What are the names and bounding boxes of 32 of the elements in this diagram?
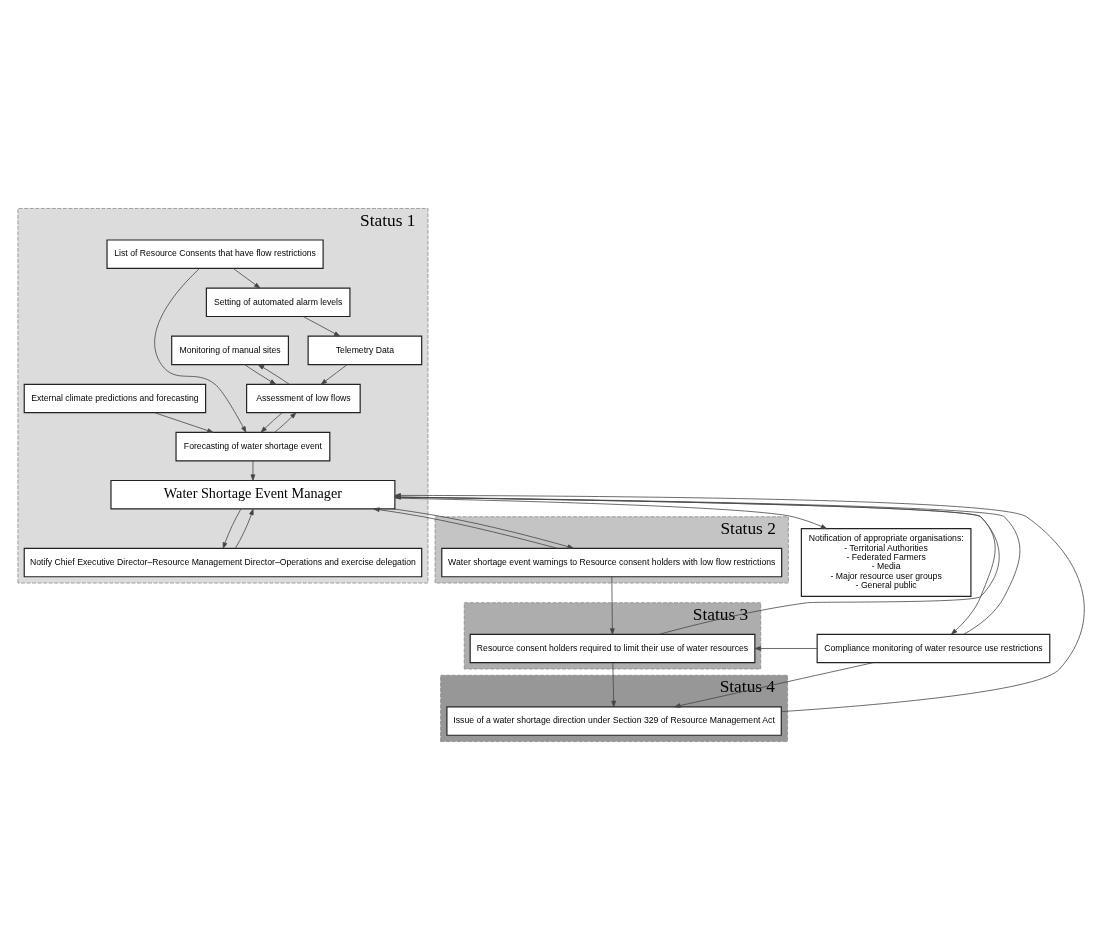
arrow [232, 268, 261, 289]
arrow [610, 576, 615, 635]
arrow [154, 412, 214, 433]
arrow [250, 460, 256, 481]
arrow [244, 364, 277, 385]
arrow [320, 364, 348, 385]
arrow [611, 662, 616, 707]
node-box: Monitoring of manual sites [171, 335, 289, 366]
node-box: Compliance monitoring of water resource use restrictions [816, 633, 1051, 664]
node-box: Resource consent holders required to limit their use of water resources [469, 633, 756, 664]
arrow [674, 662, 874, 708]
node-box: Setting of automated alarm levels [205, 287, 351, 318]
node-box: Telemetry Data [307, 335, 423, 366]
node-box: Forecasting of water shortage event [175, 431, 331, 462]
arrow [754, 646, 818, 651]
arrow [274, 412, 297, 433]
arrow [222, 508, 242, 549]
arrow [260, 412, 283, 433]
node-box: List of Resource Consents that have flow restrictions [106, 239, 324, 269]
arrow [392, 508, 574, 549]
arrow [154, 268, 247, 433]
arrow [373, 507, 558, 549]
arrow [235, 508, 254, 549]
node-box: Notify Chief Executive Director–Resource Management Director–Operations and exercise delegation [23, 547, 423, 578]
arrow [257, 364, 290, 385]
node-box: Assessment of low flows [246, 383, 361, 414]
node-box: Water shortage event warnings to Resource consent holders with low flow restrictions [441, 547, 783, 578]
node-box: Notification of appropriate organisations: - Territorial Authorities - Federated Farmers - Media - Major resource user groups - General public [800, 528, 972, 598]
node-box: External climate predictions and forecasting [23, 383, 207, 414]
node-box: Issue of a water shortage direction under Section 329 of Resource Management Act [446, 706, 782, 736]
arrow [394, 497, 828, 529]
arrow [394, 493, 1085, 712]
